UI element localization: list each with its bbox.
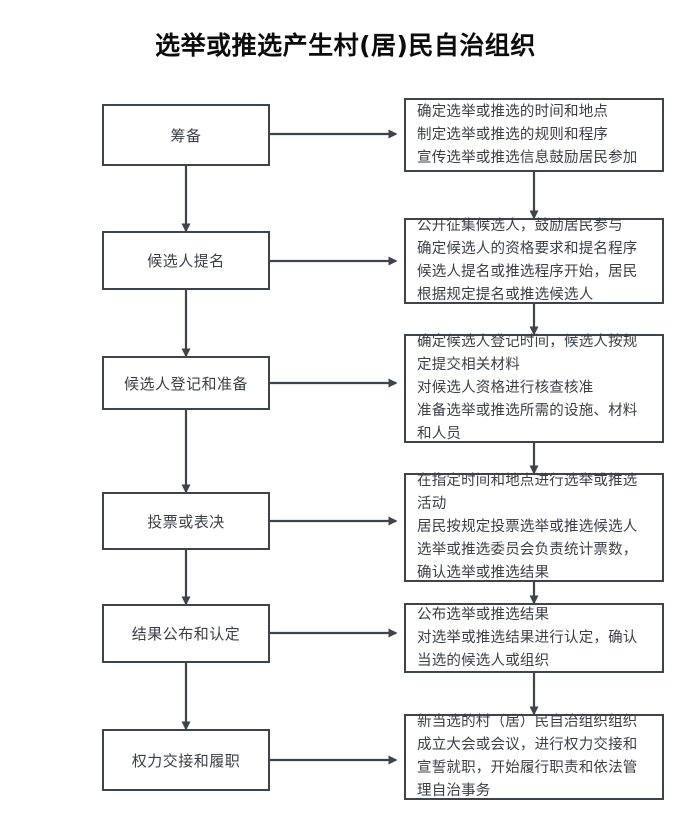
stage-node-nomination[interactable]: 候选人提名 <box>102 231 270 290</box>
detail-label-registration: 确定候选人登记时间，候选人按规 定提交相关材料 对候选人资格进行核查核准 准备选… <box>417 334 638 442</box>
stage-node-registration[interactable]: 候选人登记和准备 <box>102 356 270 410</box>
detail-label-nomination: 公开征集候选人，鼓励居民参与 确定候选人的资格要求和提名程序 候选人提名或推选程… <box>417 218 638 303</box>
detail-node-preparation[interactable]: 确定选举或推选的时间和地点 制定选举或推选的规则和程序 宣传选举或推选信息鼓励居… <box>404 98 664 172</box>
stage-label-voting: 投票或表决 <box>147 512 225 531</box>
detail-node-voting[interactable]: 在指定时间和地点进行选举或推选 活动 居民按规定投票选举或推选候选人 选举或推选… <box>404 473 664 582</box>
detail-label-results: 公布选举或推选结果 对选举或推选结果进行认定，确认 当选的候选人或组织 <box>417 606 638 669</box>
detail-node-registration[interactable]: 确定候选人登记时间，候选人按规 定提交相关材料 对候选人资格进行核查核准 准备选… <box>404 334 664 443</box>
stage-label-registration: 候选人登记和准备 <box>123 374 248 393</box>
stage-node-preparation[interactable]: 筹备 <box>102 104 270 166</box>
stage-label-preparation: 筹备 <box>170 126 202 145</box>
detail-node-nomination[interactable]: 公开征集候选人，鼓励居民参与 确定候选人的资格要求和提名程序 候选人提名或推选程… <box>404 218 664 304</box>
detail-label-voting: 在指定时间和地点进行选举或推选 活动 居民按规定投票选举或推选候选人 选举或推选… <box>417 473 638 581</box>
stage-node-results[interactable]: 结果公布和认定 <box>102 604 270 663</box>
stage-label-handover: 权力交接和履职 <box>131 751 241 770</box>
detail-label-preparation: 确定选举或推选的时间和地点 制定选举或推选的规则和程序 宣传选举或推选信息鼓励居… <box>417 103 638 166</box>
stage-node-voting[interactable]: 投票或表决 <box>102 492 270 550</box>
detail-node-results[interactable]: 公布选举或推选结果 对选举或推选结果进行认定，确认 当选的候选人或组织 <box>404 603 664 673</box>
detail-node-handover[interactable]: 新当选的村（居）民自治组织组织 成立大会或会议，进行权力交接和 宣誓就职，开始履… <box>404 714 664 800</box>
detail-label-handover: 新当选的村（居）民自治组织组织 成立大会或会议，进行权力交接和 宣誓就职，开始履… <box>417 714 638 799</box>
stage-label-nomination: 候选人提名 <box>147 252 225 270</box>
stage-label-results: 结果公布和认定 <box>131 625 241 643</box>
stage-node-handover[interactable]: 权力交接和履职 <box>102 729 270 791</box>
page-title: 选举或推选产生村(居)民自治组织 <box>155 31 536 60</box>
